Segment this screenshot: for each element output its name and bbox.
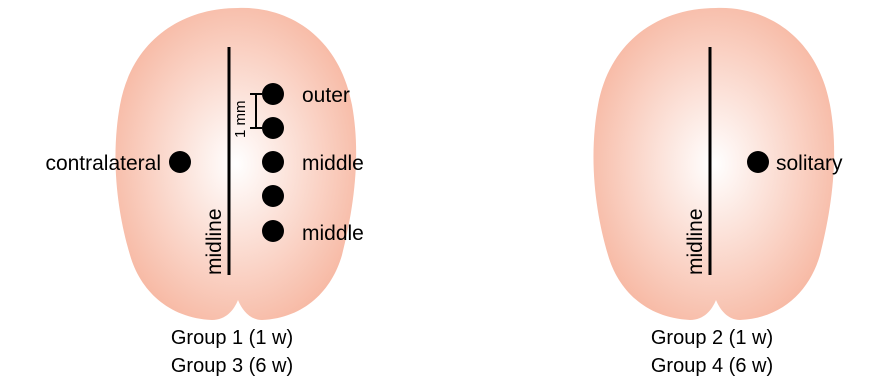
dot-solitary bbox=[747, 151, 769, 173]
dot-outer bbox=[262, 83, 284, 105]
dot-middle-1 bbox=[262, 151, 284, 173]
left-caption-line1: Group 1 (1 w) bbox=[171, 327, 293, 349]
dot-4 bbox=[262, 185, 284, 207]
label-middle-2: middle bbox=[302, 222, 364, 245]
right-midline-label: midline bbox=[684, 208, 707, 275]
label-outer: outer bbox=[302, 84, 350, 107]
scale-bar bbox=[250, 93, 262, 129]
left-brain-outline bbox=[115, 7, 357, 320]
right-caption-line2: Group 4 (6 w) bbox=[651, 355, 773, 377]
label-solitary: solitary bbox=[776, 152, 843, 175]
scale-bar-label: 1 mm bbox=[232, 101, 249, 139]
dot-middle-2 bbox=[262, 220, 284, 242]
dot-contralateral bbox=[169, 151, 191, 173]
dot-2 bbox=[262, 117, 284, 139]
label-middle-1: middle bbox=[302, 152, 364, 175]
right-brain-outline bbox=[593, 7, 835, 320]
right-caption-line1: Group 2 (1 w) bbox=[651, 327, 773, 349]
left-caption-line2: Group 3 (6 w) bbox=[171, 355, 293, 377]
left-brain-panel: midline 1 mm outer middle middle contral… bbox=[45, 7, 364, 377]
right-brain-panel: midline solitary Group 2 (1 w) Group 4 (… bbox=[593, 7, 843, 377]
left-midline-label: midline bbox=[203, 208, 226, 275]
label-contralateral: contralateral bbox=[45, 152, 161, 175]
